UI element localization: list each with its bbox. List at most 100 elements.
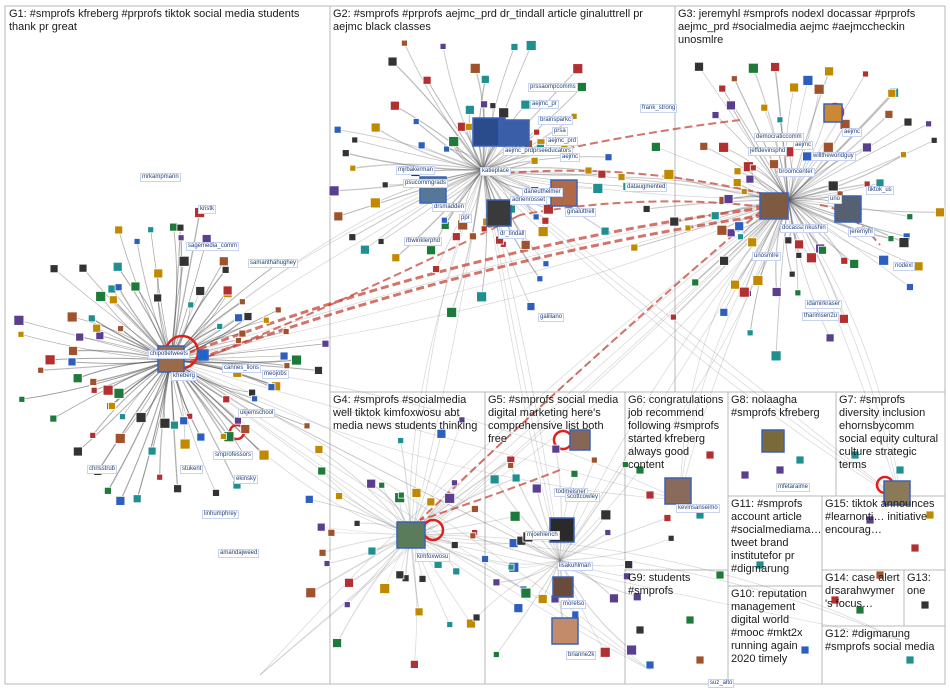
- node-label[interactable]: suz_alto: [708, 679, 735, 688]
- node-thumbnail[interactable]: [630, 243, 639, 252]
- node-thumbnail[interactable]: [509, 510, 521, 522]
- node-thumbnail[interactable]: [838, 313, 849, 324]
- node-thumbnail[interactable]: [303, 422, 311, 430]
- node-label[interactable]: smprofessors: [213, 451, 254, 460]
- node-thumbnail[interactable]: [95, 331, 105, 341]
- node-thumbnail[interactable]: [379, 583, 391, 594]
- node-thumbnail[interactable]: [220, 432, 227, 440]
- node-label[interactable]: mjrbakerman: [396, 166, 436, 175]
- node-thumbnail[interactable]: [898, 237, 910, 248]
- node-thumbnail[interactable]: [103, 486, 112, 495]
- node-thumbnail[interactable]: [684, 224, 692, 232]
- node-thumbnail[interactable]: [305, 587, 317, 599]
- node-thumbnail[interactable]: [825, 333, 835, 343]
- node-label[interactable]: psucommgrads: [403, 179, 449, 188]
- node-label[interactable]: ekinsky: [234, 475, 259, 484]
- node-thumbnail[interactable]: [520, 587, 532, 599]
- node-thumbnail[interactable]: [489, 102, 497, 110]
- node-label[interactable]: frank_strong: [640, 104, 678, 113]
- node-label[interactable]: idamirkraser: [805, 300, 843, 309]
- node-thumbnail[interactable]: [669, 313, 677, 321]
- node-thumbnail[interactable]: [92, 323, 102, 333]
- node-thumbnail[interactable]: [395, 570, 405, 580]
- node-thumbnail[interactable]: [381, 181, 389, 189]
- node-thumbnail[interactable]: [771, 287, 782, 297]
- node-thumbnail[interactable]: [332, 638, 342, 648]
- node-thumbnail[interactable]: [723, 194, 734, 204]
- node-thumbnail[interactable]: [240, 424, 251, 434]
- node-thumbnail[interactable]: [705, 450, 715, 460]
- node-thumbnail[interactable]: [755, 560, 765, 570]
- node-thumbnail[interactable]: [802, 75, 814, 86]
- node-thumbnail[interactable]: [760, 103, 769, 112]
- node-label[interactable]: stukent: [180, 465, 204, 474]
- node-thumbnail[interactable]: [600, 509, 612, 521]
- node-thumbnail[interactable]: [348, 233, 357, 242]
- node-thumbnail[interactable]: [75, 332, 85, 342]
- node-thumbnail[interactable]: [401, 39, 408, 47]
- node-avatar[interactable]: [551, 617, 579, 645]
- node-thumbnail[interactable]: [551, 444, 561, 454]
- node-thumbnail[interactable]: [862, 70, 869, 78]
- node-thumbnail[interactable]: [114, 283, 123, 292]
- node-avatar[interactable]: [823, 103, 843, 123]
- node-thumbnail[interactable]: [711, 111, 720, 119]
- node-label[interactable]: mrkampmann: [140, 173, 181, 182]
- node-thumbnail[interactable]: [391, 253, 401, 263]
- node-thumbnail[interactable]: [323, 560, 331, 567]
- node-thumbnail[interactable]: [72, 373, 83, 384]
- node-thumbnail[interactable]: [537, 594, 548, 604]
- node-thumbnail[interactable]: [351, 136, 359, 144]
- node-thumbnail[interactable]: [450, 541, 459, 549]
- node-label[interactable]: aejmc: [560, 153, 581, 162]
- node-thumbnail[interactable]: [159, 417, 171, 429]
- node-thumbnail[interactable]: [746, 329, 754, 337]
- node-thumbnail[interactable]: [476, 291, 488, 303]
- node-thumbnail[interactable]: [925, 120, 932, 128]
- node-thumbnail[interactable]: [492, 651, 500, 658]
- node-thumbnail[interactable]: [426, 245, 436, 256]
- node-thumbnail[interactable]: [730, 75, 738, 83]
- node-thumbnail[interactable]: [452, 567, 461, 576]
- node-label[interactable]: aejmc: [842, 128, 863, 137]
- node-label[interactable]: ginaluttrell: [565, 208, 597, 217]
- node-label[interactable]: kevinsanseimo: [676, 504, 720, 513]
- node-thumbnail[interactable]: [795, 455, 805, 465]
- node-thumbnail[interactable]: [470, 505, 479, 513]
- node-thumbnail[interactable]: [444, 492, 456, 504]
- node-thumbnail[interactable]: [328, 185, 340, 197]
- node-thumbnail[interactable]: [147, 446, 157, 456]
- node-thumbnail[interactable]: [414, 607, 424, 617]
- node-label[interactable]: ukjemschool: [238, 409, 276, 418]
- node-thumbnail[interactable]: [719, 307, 729, 317]
- node-thumbnail[interactable]: [147, 226, 155, 234]
- node-thumbnail[interactable]: [800, 645, 810, 655]
- node-label[interactable]: willtheworidguy: [811, 152, 856, 161]
- node-thumbnail[interactable]: [526, 302, 536, 311]
- node-thumbnail[interactable]: [738, 286, 750, 298]
- node-thumbnail[interactable]: [570, 469, 579, 478]
- node-thumbnail[interactable]: [114, 225, 124, 235]
- node-thumbnail[interactable]: [617, 173, 626, 181]
- node-thumbnail[interactable]: [776, 116, 784, 124]
- node-thumbnail[interactable]: [542, 260, 550, 268]
- node-avatar[interactable]: [761, 429, 785, 453]
- node-thumbnail[interactable]: [789, 82, 800, 93]
- node-thumbnail[interactable]: [291, 354, 302, 366]
- node-thumbnail[interactable]: [507, 563, 515, 571]
- node-thumbnail[interactable]: [730, 279, 740, 290]
- node-thumbnail[interactable]: [635, 465, 645, 475]
- node-label[interactable]: rbwinklerphd: [404, 237, 443, 246]
- node-avatar[interactable]: [883, 480, 911, 506]
- node-avatar[interactable]: [664, 477, 692, 505]
- node-thumbnail[interactable]: [66, 311, 78, 323]
- node-thumbnail[interactable]: [849, 259, 860, 269]
- node-label[interactable]: nodexl: [893, 262, 915, 271]
- node-thumbnail[interactable]: [468, 232, 477, 241]
- node-thumbnail[interactable]: [133, 238, 141, 245]
- node-thumbnail[interactable]: [734, 221, 745, 232]
- node-thumbnail[interactable]: [114, 433, 126, 444]
- node-thumbnail[interactable]: [458, 416, 466, 424]
- node-thumbnail[interactable]: [170, 420, 179, 430]
- node-thumbnail[interactable]: [481, 555, 489, 563]
